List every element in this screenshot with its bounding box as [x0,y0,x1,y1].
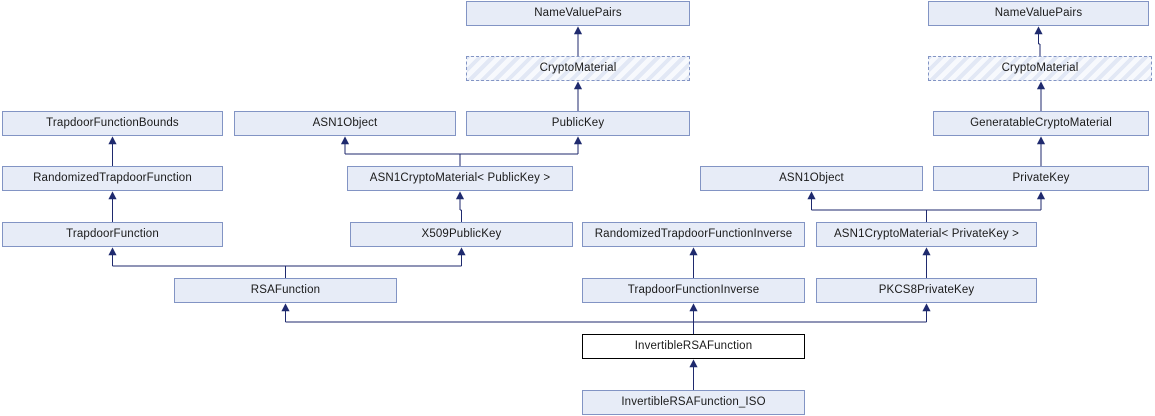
class-node-label: InvertibleRSAFunction_ISO [621,395,766,408]
class-node-pkcs8[interactable]: PKCS8PrivateKey [816,278,1037,303]
class-node-rsafunction[interactable]: RSAFunction [174,278,397,303]
edge-arrowhead [281,303,290,312]
class-node-label: RandomizedTrapdoorFunctionInverse [594,227,793,240]
class-node-asn1cm_pub[interactable]: ASN1CryptoMaterial< PublicKey > [347,166,573,191]
edge-arrowhead [108,136,117,145]
class-node-label: TrapdoorFunction [66,227,159,240]
class-node-label: GeneratableCryptoMaterial [970,116,1112,129]
class-node-label: NameValuePairs [994,6,1083,19]
edge-arrowhead [455,191,465,200]
class-node-label: PrivateKey [1012,171,1070,184]
class-node-label: TrapdoorFunctionInverse [627,283,760,296]
class-node-label: TrapdoorFunctionBounds [46,116,179,129]
edge-arrowhead [1034,26,1043,35]
class-node-label: ASN1CryptoMaterial< PrivateKey > [833,227,1020,240]
edge-arrowhead [340,136,350,145]
class-node-label: PublicKey [551,116,605,129]
edge-arrowhead [807,191,816,200]
edge-arrowhead [922,303,931,312]
class-node-label: InvertibleRSAFunction [634,339,753,352]
class-node-label: NameValuePairs [534,6,622,19]
edge-arrowhead [689,303,698,312]
class-node-nvp_right[interactable]: NameValuePairs [928,1,1149,26]
class-node-privatekey[interactable]: PrivateKey [933,166,1149,191]
class-node-rtf[interactable]: RandomizedTrapdoorFunction [2,166,223,191]
class-node-label: ASN1CryptoMaterial< PublicKey > [369,171,551,184]
class-node-asn1cm_priv[interactable]: ASN1CryptoMaterial< PrivateKey > [816,222,1037,247]
edge-arrowhead [1036,136,1046,145]
class-node-cm_left[interactable]: CryptoMaterial [466,56,690,81]
class-node-rtfi[interactable]: RandomizedTrapdoorFunctionInverse [582,222,805,247]
class-node-cm_right[interactable]: CryptoMaterial [928,56,1152,81]
edge-arrowhead [689,247,698,256]
class-node-label: ASN1Object [312,116,378,129]
class-node-label: CryptoMaterial [539,61,617,74]
edge-arrowhead [1036,191,1046,200]
class-node-tfb[interactable]: TrapdoorFunctionBounds [2,111,223,136]
class-node-nvp_left[interactable]: NameValuePairs [466,1,690,26]
class-node-publickey[interactable]: PublicKey [466,111,690,136]
edge-arrowhead [1036,81,1046,90]
edge-arrowhead [457,247,466,256]
edge-arrowhead [689,359,698,368]
edge-arrowhead [573,26,583,35]
class-node-label: X509PublicKey [421,227,502,240]
edge-arrowhead [573,136,583,145]
class-node-x509[interactable]: X509PublicKey [350,222,573,247]
class-node-asn1_right[interactable]: ASN1Object [700,166,923,191]
class-node-tf[interactable]: TrapdoorFunction [2,222,223,247]
class-node-asn1_left[interactable]: ASN1Object [234,111,456,136]
class-node-label: RSAFunction [250,283,321,296]
class-node-label: PKCS8PrivateKey [878,283,975,296]
class-node-tfi[interactable]: TrapdoorFunctionInverse [582,278,805,303]
class-node-gcm[interactable]: GeneratableCryptoMaterial [933,111,1149,136]
edge-arrowhead [108,191,117,200]
edge-arrowhead [922,247,931,256]
edge-arrowhead [108,247,117,256]
class-node-invrsa_iso[interactable]: InvertibleRSAFunction_ISO [582,390,805,415]
class-node-label: CryptoMaterial [1001,61,1079,74]
class-node-label: RandomizedTrapdoorFunction [33,171,192,184]
class-node-invrsa[interactable]: InvertibleRSAFunction [582,334,805,359]
edge-arrowhead [573,81,583,90]
class-node-label: ASN1Object [779,171,844,184]
